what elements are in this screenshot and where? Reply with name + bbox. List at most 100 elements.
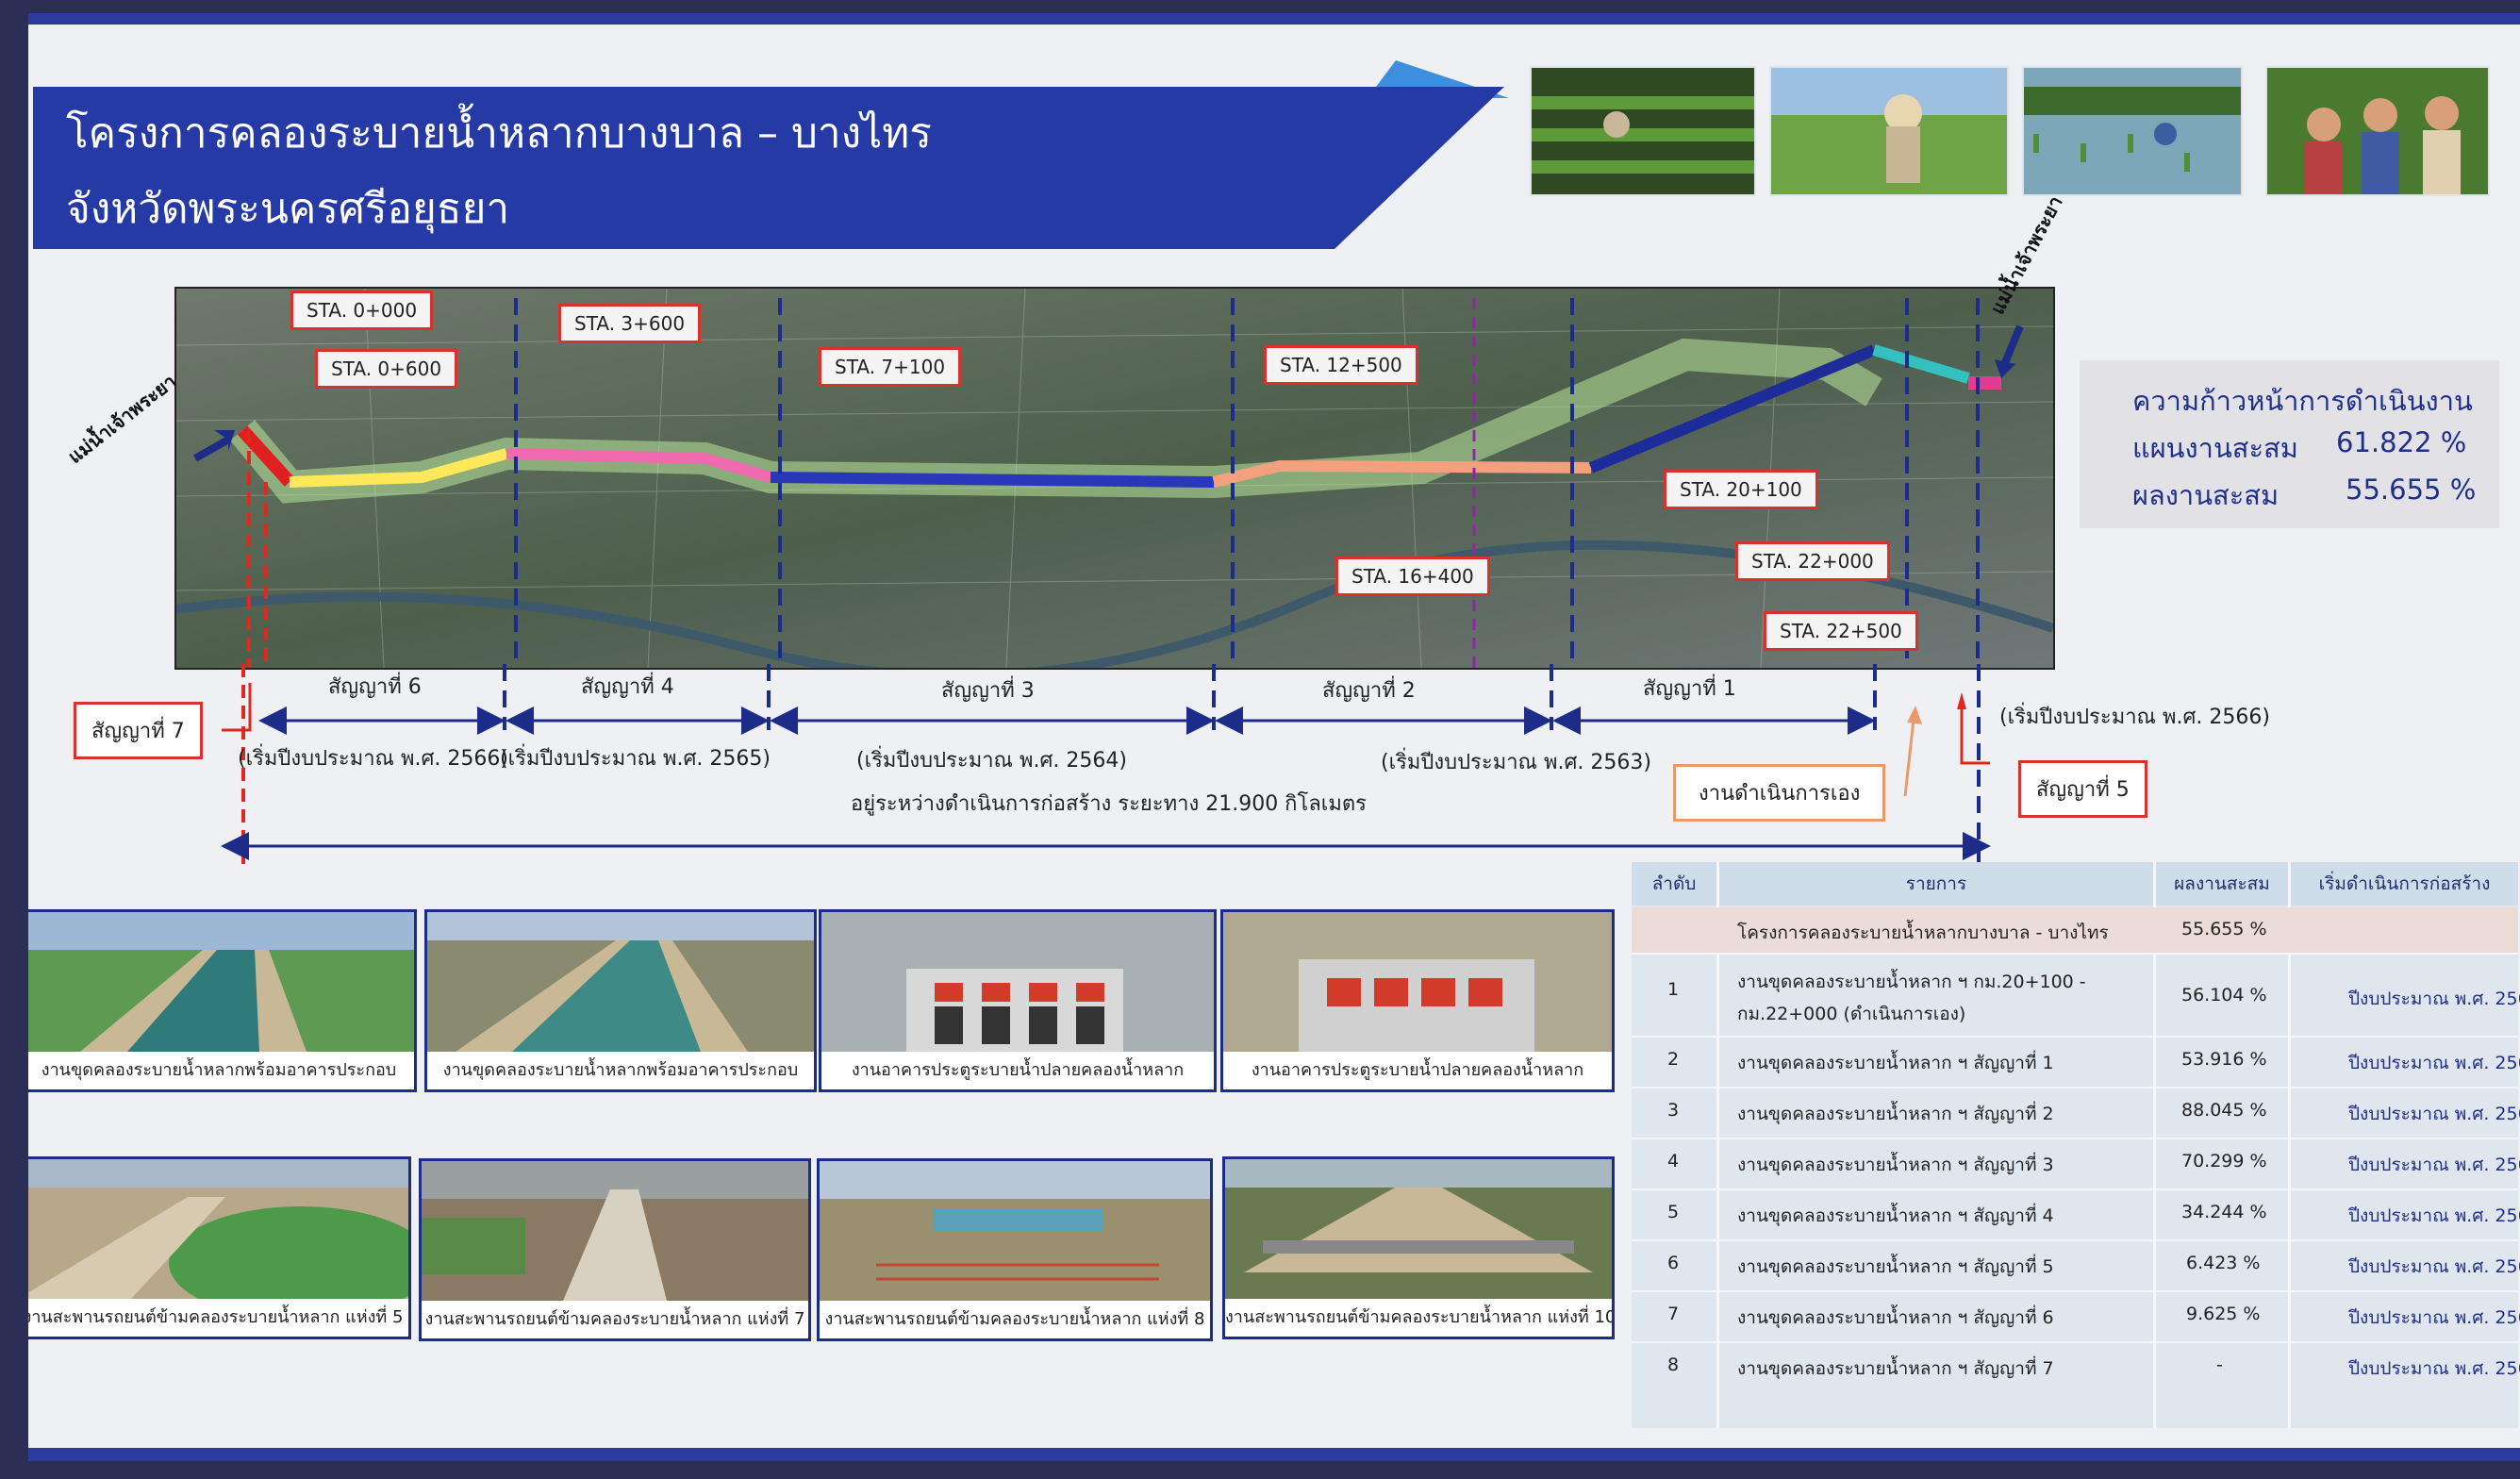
row-no: 3 — [1667, 1100, 1680, 1121]
station-label: STA. 22+000 — [1735, 541, 1890, 581]
contract-1-label: สัญญาที่ 1 — [1643, 677, 1736, 701]
actual-value: 55.655 % — [2346, 474, 2477, 506]
gallery-caption: งานสะพานรถยนต์ข้ามคลองระบายน้ำหลาก แห่งท… — [28, 1299, 408, 1337]
contract-3-label: สัญญาที่ 3 — [941, 679, 1035, 703]
summary-item: โครงการคลองระบายน้ำหลากบางบาล - บางไทร — [1737, 922, 2109, 943]
gallery-caption: งานอาคารประตูระบายน้ำปลายคลองน้ำหลาก — [1223, 1052, 1612, 1089]
row-result: 34.244 % — [2181, 1202, 2267, 1222]
farm-photo-2 — [1769, 66, 2009, 196]
gallery-photo: งานอาคารประตูระบายน้ำปลายคลองน้ำหลาก — [1220, 909, 1615, 1092]
progress-panel: ความก้าวหน้าการดำเนินงาน แผนงานสะสม 61.8… — [2080, 360, 2499, 528]
fy-contract-4: (เริ่มปีงบประมาณ พ.ศ. 2565) — [500, 747, 771, 771]
station-label: STA. 0+000 — [290, 291, 434, 330]
top-strip — [28, 13, 2520, 25]
row-divider — [1632, 1036, 2518, 1038]
row-item-detail: กม.22+000 (ดำเนินการเอง) — [1737, 1004, 1966, 1024]
row-item: งานขุดคลองระบายน้ำหลาก ฯ สัญญาที่ 4 — [1737, 1205, 2054, 1226]
row-no: 1 — [1667, 979, 1680, 1000]
station-label: STA. 20+100 — [1664, 470, 1818, 509]
plan-label: แผนงานสะสม — [2132, 432, 2298, 464]
row-item: งานขุดคลองระบายน้ำหลาก ฯ สัญญาที่ 5 — [1737, 1256, 2054, 1277]
row-start: ปีงบประมาณ พ.ศ. 2563 — [2348, 1104, 2520, 1124]
fy-contract-6: (เริ่มปีงบประมาณ พ.ศ. 2566) — [238, 747, 508, 771]
farm-photo-4 — [2265, 66, 2490, 196]
gallery-caption: งานขุดคลองระบายน้ำหลากพร้อมอาคารประกอบ — [28, 1052, 414, 1089]
row-start: ปีงบประมาณ พ.ศ. 2563 — [2348, 1053, 2520, 1073]
gallery-photo: งานสะพานรถยนต์ข้ามคลองระบายน้ำหลาก แห่งท… — [28, 1156, 411, 1339]
row-divider — [1632, 953, 2518, 955]
contract-6-label: สัญญาที่ 6 — [328, 675, 422, 699]
row-divider — [1632, 1341, 2518, 1343]
fy-contract-5: (เริ่มปีงบประมาณ พ.ศ. 2566) — [1999, 706, 2270, 729]
plan-value: 61.822 % — [2336, 426, 2467, 458]
gallery-caption: งานสะพานรถยนต์ข้ามคลองระบายน้ำหลาก แห่งท… — [820, 1301, 1210, 1338]
row-item: งานขุดคลองระบายน้ำหลาก ฯ สัญญาที่ 3 — [1737, 1155, 2054, 1175]
station-label: STA. 22+500 — [1764, 611, 1918, 651]
progress-table: ลำดับ รายการ ผลงานสะสม เริ่มดำเนินการก่อ… — [1632, 862, 2520, 1428]
gallery-photo: งานสะพานรถยนต์ข้ามคลองระบายน้ำหลาก แห่งท… — [419, 1158, 811, 1341]
station-label: STA. 12+500 — [1264, 345, 1418, 385]
row-item: งานขุดคลองระบายน้ำหลาก ฯ สัญญาที่ 6 — [1737, 1307, 2054, 1328]
row-start: ปีงบประมาณ พ.ศ. 2566 — [2348, 1307, 2520, 1328]
row-no: 2 — [1667, 1049, 1680, 1070]
gallery-caption: งานสะพานรถยนต์ข้ามคลองระบายน้ำหลาก แห่งท… — [1225, 1299, 1612, 1337]
farm-photo-3 — [2022, 66, 2243, 196]
col-header-start: เริ่มดำเนินการก่อสร้าง — [2291, 862, 2518, 906]
province-title: จังหวัดพระนครศรีอยุธยา — [66, 185, 510, 233]
col-header-result: ผลงานสะสม — [2156, 862, 2288, 906]
contract-ranges — [221, 664, 1991, 872]
title-banner — [33, 87, 1504, 249]
farm-photo-1 — [1530, 66, 1756, 196]
row-divider — [1632, 1290, 2518, 1292]
row-result: 88.045 % — [2181, 1100, 2267, 1121]
row-start: ปีงบประมาณ พ.ศ. 2565 — [2348, 1205, 2520, 1226]
station-label: STA. 7+100 — [819, 347, 962, 387]
gallery-caption: งานสะพานรถยนต์ข้ามคลองระบายน้ำหลาก แห่งท… — [422, 1301, 808, 1338]
column-divider — [2153, 862, 2156, 1428]
row-no: 4 — [1667, 1151, 1680, 1172]
bottom-strip — [28, 1448, 2520, 1461]
gallery-caption: งานอาคารประตูระบายน้ำปลายคลองน้ำหลาก — [821, 1052, 1214, 1089]
row-item: งานขุดคลองระบายน้ำหลาก ฯ สัญญาที่ 7 — [1737, 1358, 2054, 1379]
row-result: 56.104 % — [2181, 985, 2267, 1005]
row-no: 5 — [1667, 1202, 1680, 1222]
row-start: ปีงบประมาณ พ.ศ. 2562 — [2348, 989, 2520, 1009]
column-divider — [2288, 862, 2291, 1428]
row-result: 53.916 % — [2181, 1049, 2267, 1070]
contract-2-label: สัญญาที่ 2 — [1322, 679, 1416, 703]
row-no: 6 — [1667, 1253, 1680, 1273]
gallery-photo: งานขุดคลองระบายน้ำหลากพร้อมอาคารประกอบ — [28, 909, 417, 1092]
col-header-item: รายการ — [1719, 862, 2153, 906]
fy-contract-3: (เริ่มปีงบประมาณ พ.ศ. 2564) — [856, 749, 1127, 773]
row-divider — [1632, 1138, 2518, 1139]
fy-contract-2-1: (เริ่มปีงบประมาณ พ.ศ. 2563) — [1381, 751, 1651, 774]
row-start: ปีงบประมาณ พ.ศ. 2564 — [2348, 1155, 2520, 1175]
progress-heading: ความก้าวหน้าการดำเนินงาน — [2132, 385, 2473, 417]
row-item: งานขุดคลองระบายน้ำหลาก ฯ สัญญาที่ 2 — [1737, 1104, 2054, 1124]
row-divider — [1632, 1239, 2518, 1241]
summary-result: 55.655 % — [2181, 919, 2267, 939]
project-title: โครงการคลองระบายน้ำหลากบางบาล – บางไทร — [66, 109, 932, 158]
summary-row — [1632, 907, 2518, 953]
total-distance-note: อยู่ระหว่างดำเนินการก่อสร้าง ระยะทาง 21.… — [851, 792, 1367, 816]
gallery-photo: งานอาคารประตูระบายน้ำปลายคลองน้ำหลาก — [819, 909, 1217, 1092]
column-divider — [1716, 862, 1719, 1428]
own-work-box: งานดำเนินการเอง — [1673, 764, 1886, 822]
row-item: งานขุดคลองระบายน้ำหลาก ฯ สัญญาที่ 1 — [1737, 1053, 2054, 1073]
row-start: ปีงบประมาณ พ.ศ. 2568 — [2348, 1358, 2520, 1379]
row-divider — [1632, 1188, 2518, 1190]
contract-4-label: สัญญาที่ 4 — [581, 675, 674, 699]
row-no: 7 — [1667, 1304, 1680, 1324]
contract-7-box: สัญญาที่ 7 — [74, 702, 203, 759]
row-result: - — [2216, 1354, 2223, 1375]
row-divider — [1632, 1087, 2518, 1088]
row-result: 70.299 % — [2181, 1151, 2267, 1172]
station-label: STA. 0+600 — [315, 349, 458, 389]
row-result: 6.423 % — [2186, 1253, 2261, 1273]
row-no: 8 — [1667, 1354, 1680, 1375]
gallery-caption: งานขุดคลองระบายน้ำหลากพร้อมอาคารประกอบ — [427, 1052, 814, 1089]
river-label-left: แม่น้ำเจ้าพระยา — [63, 369, 181, 469]
gallery-photo: งานขุดคลองระบายน้ำหลากพร้อมอาคารประกอบ — [424, 909, 817, 1092]
station-label: STA. 16+400 — [1335, 557, 1490, 596]
actual-label: ผลงานสะสม — [2132, 479, 2280, 511]
